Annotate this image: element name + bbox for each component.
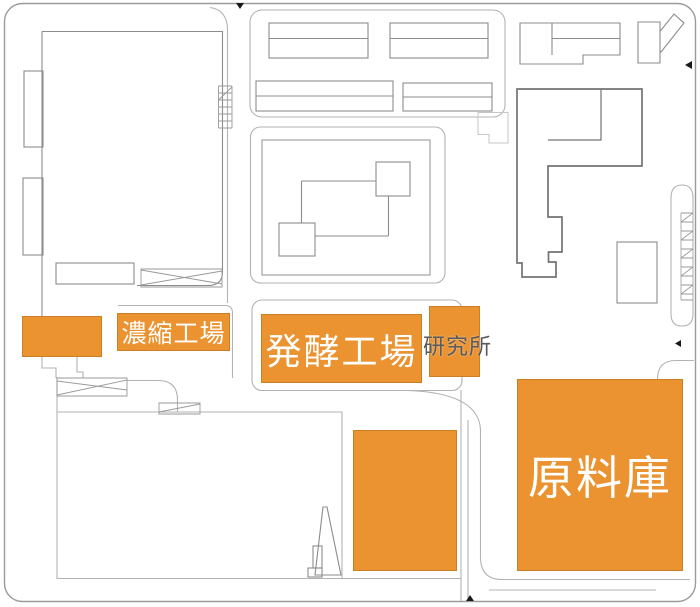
building-label-kenkyujo: 研究所 [423,334,493,359]
building-south-orange [353,430,457,571]
hatch-marks [56,85,694,415]
faint-building-outline [477,112,509,144]
northeast-entrance-marker-icon [685,61,692,69]
building-label-hakko: 発酵工場 [265,330,418,372]
building-hakko-kojo: 発酵工場 [261,314,422,383]
building-west-orange [22,316,102,357]
building-label-noshuku: 濃縮工場 [121,320,226,348]
building-outlines [22,13,685,578]
road-lines [41,6,694,601]
entrance-markers [236,3,692,601]
north-entrance-marker-icon [236,3,244,9]
building-noshuku-kojo: 濃縮工場 [117,313,230,351]
east-entrance-marker-icon [675,340,681,347]
building-kenkyujo [429,306,480,377]
site-boundary [3,2,697,603]
south-entrance-marker-icon [466,595,474,601]
building-label-genryoko: 原料庫 [528,452,672,504]
building-genryoko: 原料庫 [517,379,683,571]
dark-building-outline [516,88,643,278]
